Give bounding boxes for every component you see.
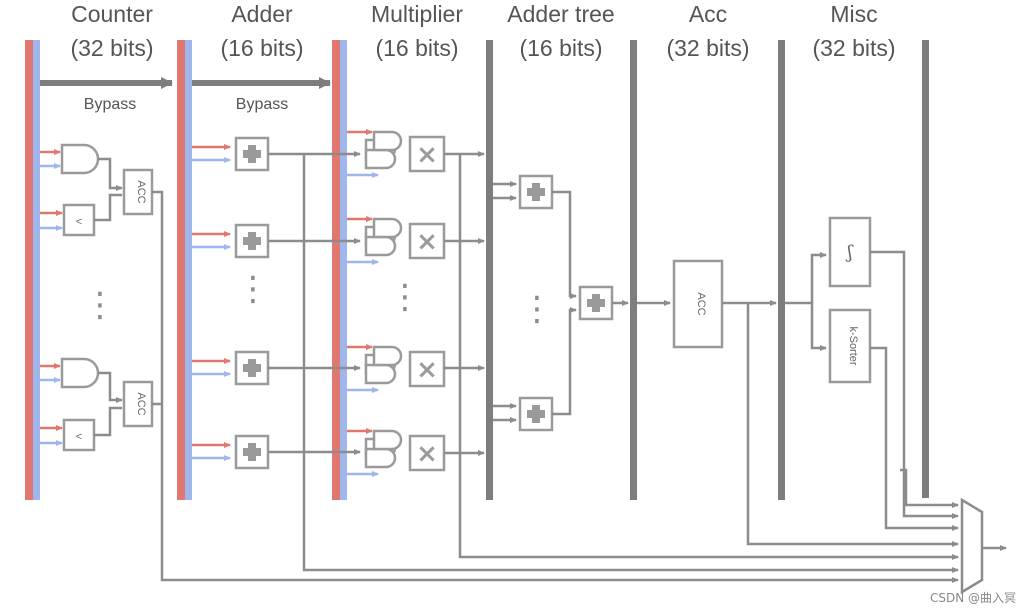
ellipsis-dots: ⋮ [83,285,117,325]
ellipsis-dots: ⋮ [520,289,554,329]
integral-icon: ʃ [846,242,854,263]
adder-block [234,136,270,172]
stage-headers: Counter (32 bits) Adder (16 bits) Multip… [70,1,895,61]
multiplier-stage: × × ⋮ × [347,129,959,560]
stage-name-adder: Adder [231,1,293,27]
multiplier-row: × [347,428,485,477]
times-icon: × [416,355,438,385]
mux-icon [364,447,397,469]
acc-stage: ACC [637,259,959,547]
acc-label-counter-2: ACC [135,392,147,415]
stage-bar-misc [778,40,785,500]
multiplier-block [408,350,446,388]
adder-stage: ⋮ [192,136,959,573]
stage-name-multiplier: Multiplier [371,1,463,27]
multiplier-row: × [347,129,485,178]
acc-label-large: ACC [695,292,707,315]
adder-row [192,136,361,172]
multiplier-block [408,222,446,260]
multiplier-block [408,135,446,173]
multiplier-block [408,434,446,472]
mux-icon [364,363,397,385]
ksorter-label: k-Sorter [847,326,859,365]
compare-label: < [76,216,82,228]
stage-name-adder-tree: Adder tree [507,1,614,27]
adder-row [192,434,361,470]
stage-bits-adder-tree: (16 bits) [519,35,602,61]
bypass-arrows: Bypass Bypass [38,77,331,113]
watermark: CSDN @曲入冥 [930,591,1016,605]
bypass-label-2: Bypass [236,96,288,113]
multiplier-row: × [347,344,485,393]
times-icon: × [416,140,438,170]
stage-name-misc: Misc [830,1,877,27]
output-mux [900,468,1007,595]
mux-icon [372,130,403,152]
stage-name-counter: Counter [71,1,153,27]
misc-stage: ʃ k-Sorter [785,216,959,531]
mux-icon [364,148,397,170]
function-block [828,216,872,288]
mux-icon [372,345,403,367]
bus-red-counter [25,40,33,500]
counter-stage: < ACC ⋮ < ACC [40,143,959,583]
stage-bits-misc: (32 bits) [812,35,895,61]
bus-blue-adder [185,40,192,500]
bus-blue-multiplier [340,40,347,500]
adder-row [192,350,361,386]
times-icon: × [416,439,438,469]
stage-bar-acc [630,40,637,500]
stage-bits-acc: (32 bits) [666,35,749,61]
ellipsis-dots: ⋮ [236,269,270,309]
acc-block-counter-2 [122,380,154,428]
ksorter-block [828,308,872,384]
stage-bits-counter: (32 bits) [70,35,153,61]
and-gate-icon [60,143,100,175]
compare-label: < [76,431,82,443]
multiplier-row: × [347,216,485,265]
mux-icon [364,235,397,257]
stage-bits-multiplier: (16 bits) [375,35,458,61]
stage-bar-adder-tree [486,40,493,500]
acc-label-counter-1: ACC [135,180,147,203]
bus-bars [25,40,347,500]
mux-icon [372,429,403,451]
bypass-label-1: Bypass [84,96,136,113]
acc-block-counter-1 [122,168,154,216]
stage-name-acc: Acc [689,1,727,27]
output-mux-icon [960,497,984,595]
bus-blue-counter [33,40,40,500]
and-gate-icon [60,357,100,389]
stage-bits-adder: (16 bits) [220,35,303,61]
stage-bar-output [922,40,929,498]
adder-row [192,223,361,259]
bus-red-multiplier [332,40,340,500]
mux-icon [372,217,403,239]
stage-bars [486,40,929,500]
adder-tree-stage: ⋮ [493,174,629,432]
ellipsis-dots: ⋮ [388,277,422,317]
bus-red-adder [177,40,185,500]
times-icon: × [416,227,438,257]
